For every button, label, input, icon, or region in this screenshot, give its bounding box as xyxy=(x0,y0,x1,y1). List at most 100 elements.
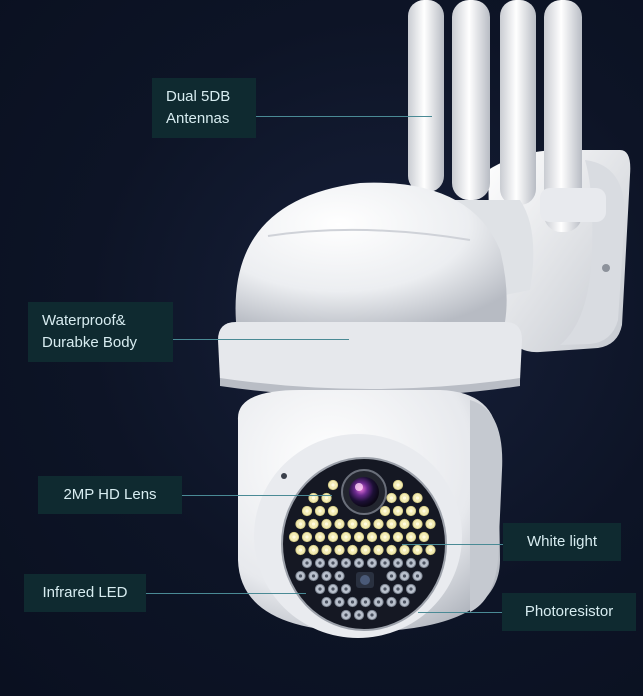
led-center xyxy=(318,587,322,591)
led-center xyxy=(389,522,394,526)
led-center xyxy=(298,548,303,552)
led-center xyxy=(415,496,420,500)
led-center xyxy=(331,587,335,591)
led-center xyxy=(389,548,394,552)
callout-photoresistor-text: Photoresistor xyxy=(524,603,614,620)
led-center xyxy=(337,574,342,578)
led-center xyxy=(376,600,381,604)
led-center xyxy=(422,509,426,513)
led-center xyxy=(331,561,335,565)
led-center xyxy=(422,561,426,565)
led-center xyxy=(311,548,316,552)
led-center xyxy=(324,496,329,500)
camera-lens xyxy=(341,469,387,515)
led-center xyxy=(363,548,368,552)
led-center xyxy=(409,587,413,591)
callout-white-light: White light xyxy=(503,523,621,561)
led-center xyxy=(383,535,387,539)
callout-antennas-line2: Antennas xyxy=(166,110,230,127)
led-center xyxy=(305,535,309,539)
led-center xyxy=(415,574,420,578)
callout-photoresistor: Photoresistor xyxy=(502,593,636,631)
led-center xyxy=(298,522,303,526)
led-center xyxy=(331,483,335,487)
led-center xyxy=(324,574,329,578)
led-center xyxy=(396,561,400,565)
leader-line-white-light xyxy=(402,544,504,545)
led-center xyxy=(337,522,342,526)
callout-white-light-text: White light xyxy=(526,533,598,550)
led-center xyxy=(331,535,335,539)
led-center xyxy=(415,522,420,526)
led-center xyxy=(376,548,381,552)
led-center xyxy=(337,600,342,604)
led-center xyxy=(428,522,433,526)
led-center xyxy=(305,561,309,565)
led-center xyxy=(402,522,407,526)
led-center xyxy=(396,535,400,539)
led-center xyxy=(298,574,303,578)
callout-body: Waterproof& Durabke Body xyxy=(28,302,173,362)
leader-line-photoresistor xyxy=(418,612,502,613)
led-center xyxy=(318,561,322,565)
callout-antennas: Dual 5DB Antennas xyxy=(152,78,256,138)
led-center xyxy=(409,561,413,565)
led-center xyxy=(311,574,316,578)
led-center xyxy=(402,574,407,578)
leader-line-lens xyxy=(182,495,332,496)
led-center xyxy=(350,600,355,604)
led-center xyxy=(409,535,413,539)
led-center xyxy=(389,574,394,578)
led-center xyxy=(422,535,426,539)
callout-body-line1: Waterproof& xyxy=(42,312,126,329)
led-center xyxy=(344,613,348,617)
led-center xyxy=(305,509,309,513)
antennas xyxy=(408,0,606,232)
callout-infrared-text: Infrared LED xyxy=(42,584,128,601)
led-center xyxy=(344,587,348,591)
led-center xyxy=(324,548,329,552)
led-center xyxy=(311,496,316,500)
led-array xyxy=(288,479,436,621)
led-center xyxy=(324,522,329,526)
led-center xyxy=(292,535,296,539)
led-center xyxy=(350,548,355,552)
led-center xyxy=(389,496,394,500)
callout-antennas-line1: Dual 5DB xyxy=(166,88,231,105)
led-center xyxy=(350,522,355,526)
led-center xyxy=(363,522,368,526)
led-center xyxy=(357,561,361,565)
leader-line-antennas xyxy=(250,116,432,117)
led-center xyxy=(415,548,420,552)
led-center xyxy=(409,509,413,513)
led-center xyxy=(383,509,387,513)
led-center xyxy=(402,496,407,500)
led-center xyxy=(363,600,368,604)
callout-body-line2: Durabke Body xyxy=(42,334,138,351)
leader-line-infrared xyxy=(144,593,306,594)
led-center xyxy=(324,600,329,604)
led-center xyxy=(396,587,400,591)
led-center xyxy=(383,561,387,565)
led-center xyxy=(370,561,374,565)
led-center xyxy=(318,535,322,539)
leader-line-body xyxy=(173,339,349,340)
led-center xyxy=(389,600,394,604)
led-center xyxy=(344,561,348,565)
led-center xyxy=(402,548,407,552)
led-center xyxy=(318,509,322,513)
led-center xyxy=(357,613,361,617)
led-center xyxy=(331,509,335,513)
led-center xyxy=(344,535,348,539)
led-center xyxy=(337,548,342,552)
led-center xyxy=(396,483,400,487)
led-center xyxy=(370,535,374,539)
led-center xyxy=(311,522,316,526)
led-center xyxy=(402,600,407,604)
led-center xyxy=(428,548,433,552)
callout-lens-text: 2MP HD Lens xyxy=(63,486,157,503)
led-center xyxy=(357,535,361,539)
led-center xyxy=(383,587,387,591)
callout-infrared: Infrared LED xyxy=(24,574,146,612)
